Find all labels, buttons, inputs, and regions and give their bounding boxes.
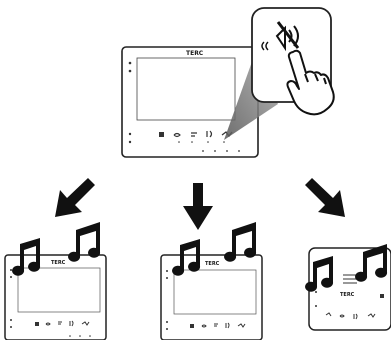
music-note-icon xyxy=(12,238,41,276)
music-note-icon xyxy=(355,244,388,282)
main-device-brand: TERC xyxy=(186,50,204,57)
main-device-screen xyxy=(136,57,236,121)
door-key-icon[interactable] xyxy=(191,132,197,137)
music-note-icon xyxy=(68,222,101,262)
result-device-right: TERC xyxy=(305,244,391,331)
main-device: TERC xyxy=(121,46,259,158)
music-notes-right xyxy=(305,244,388,292)
music-note-icon xyxy=(305,256,334,292)
arrow-down-left xyxy=(55,178,95,217)
square-key-icon[interactable] xyxy=(159,132,164,137)
brand-center: TERC xyxy=(205,261,220,267)
music-note-icon xyxy=(224,222,257,262)
result-device-left: TERC xyxy=(4,222,107,340)
music-notes-left xyxy=(12,222,101,276)
result-device-center: TERC xyxy=(160,222,263,340)
brand-left: TERC xyxy=(51,260,66,266)
music-notes-center xyxy=(172,222,257,276)
music-note-icon xyxy=(172,239,201,276)
arrow-down-right xyxy=(305,178,345,217)
arrow-down xyxy=(183,183,213,230)
mute-speaker-icon xyxy=(261,21,300,52)
brand-right: TERC xyxy=(340,292,355,298)
speaker-icon[interactable] xyxy=(206,130,213,138)
callout-zoom xyxy=(251,7,335,116)
pointing-hand-icon xyxy=(286,49,335,116)
key-icon[interactable] xyxy=(173,132,181,138)
